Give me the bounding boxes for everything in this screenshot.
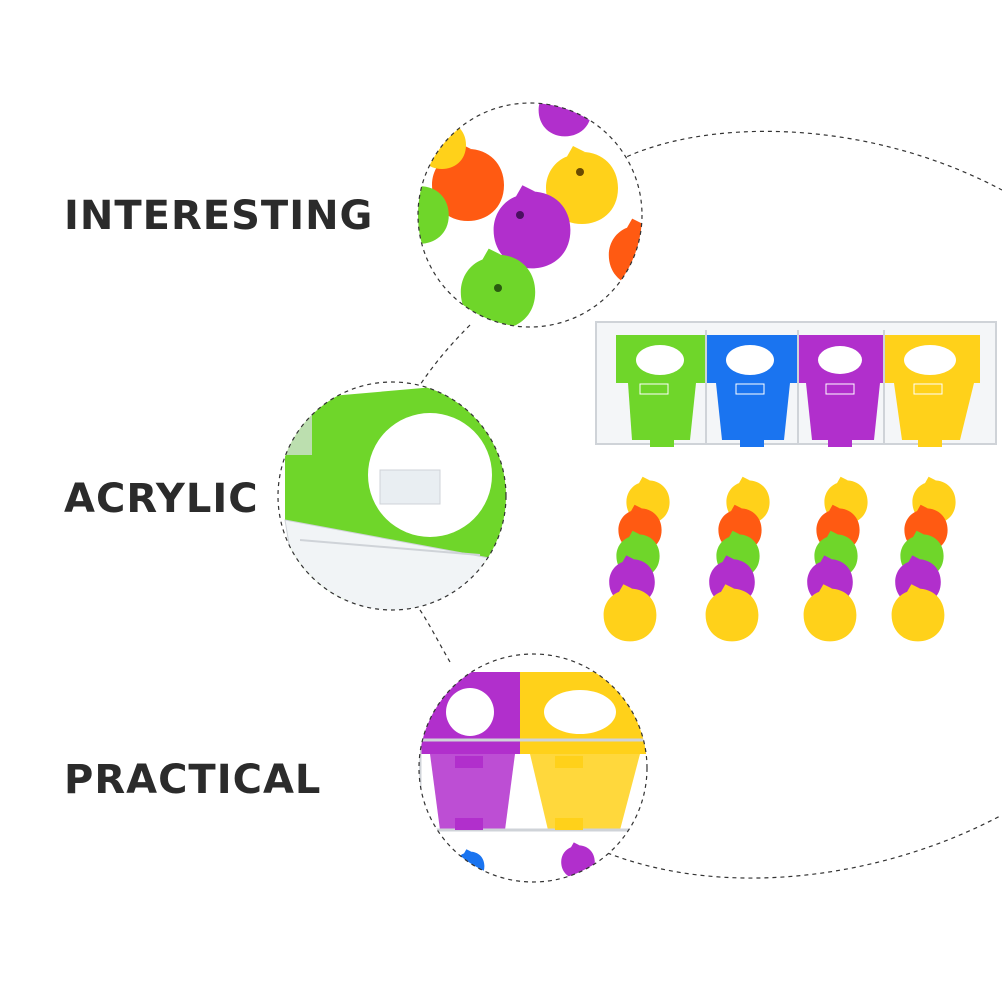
feature-label-practical: PRACTICAL	[64, 757, 322, 803]
dashed-guide-lines	[419, 130, 1002, 879]
token-stacks	[603, 476, 956, 642]
closeup-circle-practical	[418, 653, 648, 883]
compartment-blue	[706, 335, 798, 447]
compartment-green	[616, 335, 706, 447]
token-stack-4	[891, 476, 956, 642]
guide-connector-bottom	[419, 609, 451, 663]
token-stack-3	[803, 476, 868, 642]
acrylic-box	[595, 321, 997, 447]
guide-arc-right-lower	[599, 814, 1002, 879]
guide-connector-top	[419, 324, 471, 386]
compartment-purple	[798, 335, 884, 447]
token-stack-2	[705, 476, 770, 642]
closeup-circle-tokens	[417, 102, 643, 328]
feature-label-interesting: INTERESTING	[64, 193, 374, 239]
closeup-circle-acrylic	[277, 381, 507, 611]
token-stack-1	[603, 476, 670, 642]
compartment-yellow	[884, 335, 980, 447]
feature-label-acrylic: ACRYLIC	[64, 476, 259, 522]
guide-arc-right	[619, 130, 1002, 191]
